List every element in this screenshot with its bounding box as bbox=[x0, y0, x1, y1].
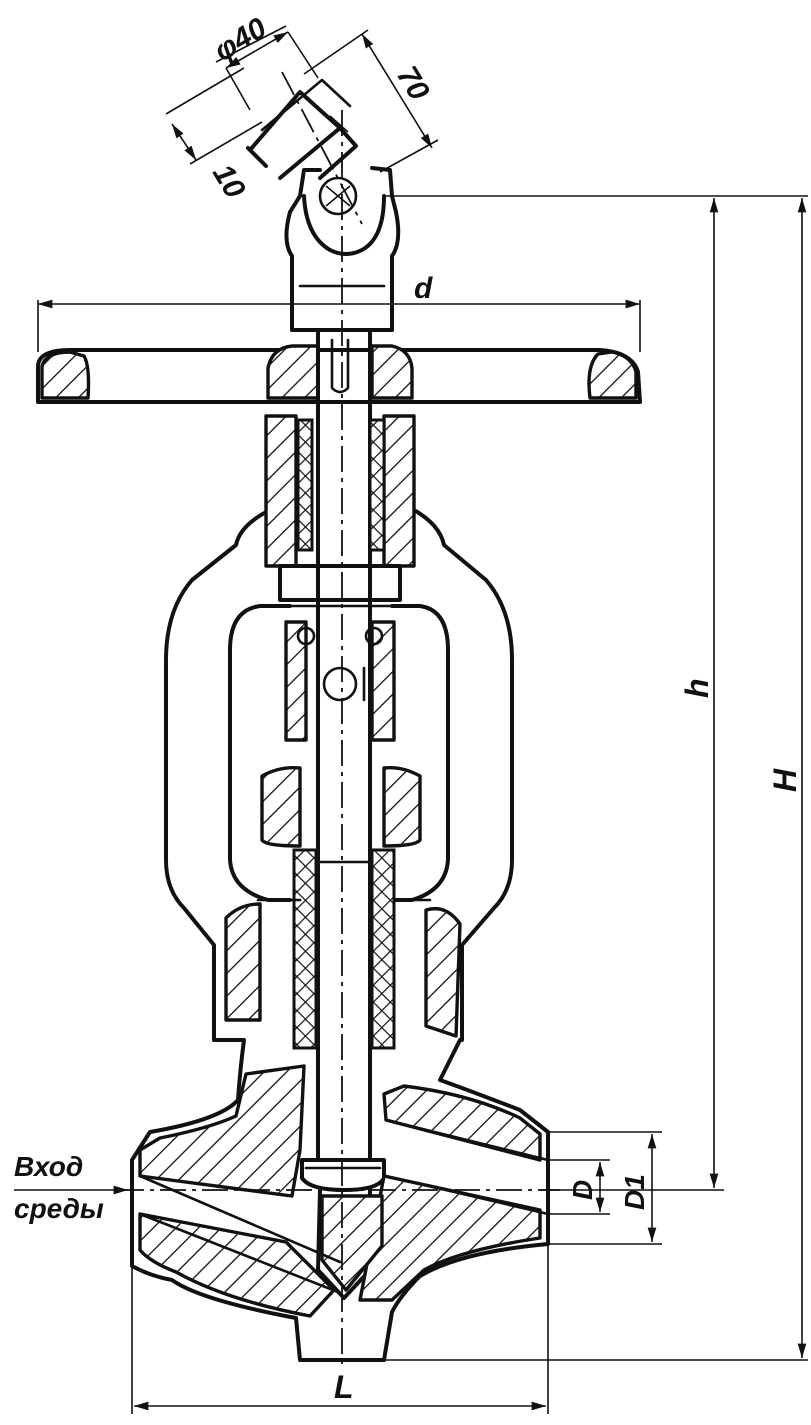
label-h: h bbox=[679, 678, 715, 698]
valve-body bbox=[118, 1038, 560, 1362]
handwheel bbox=[36, 344, 642, 404]
label-inlet-line1: Вход bbox=[14, 1151, 83, 1182]
dimensions bbox=[14, 25, 808, 1414]
label-D: D bbox=[567, 1180, 598, 1200]
handle-axis bbox=[281, 71, 363, 225]
label-L: L bbox=[334, 1369, 354, 1405]
label-70: 70 bbox=[390, 61, 436, 107]
label-inlet-line2: среды bbox=[14, 1193, 104, 1224]
label-10: 10 bbox=[206, 159, 252, 205]
label-d: d bbox=[414, 272, 433, 305]
label-D1: D1 bbox=[619, 1174, 650, 1210]
yoke bbox=[164, 414, 514, 1050]
label-H: H bbox=[767, 768, 803, 792]
top-handle bbox=[246, 78, 401, 332]
